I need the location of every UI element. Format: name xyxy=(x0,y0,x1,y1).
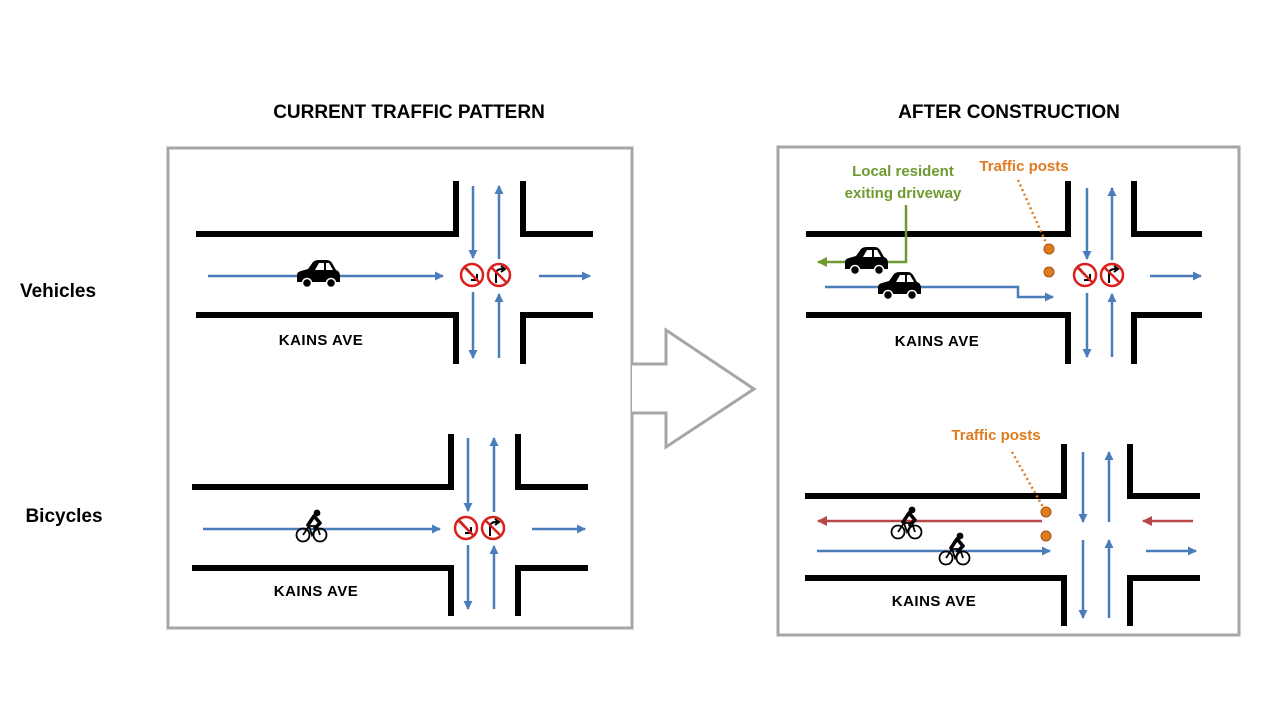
after-construction-frame xyxy=(776,145,1241,637)
bicycles-row-label: Bicycles xyxy=(25,506,102,527)
after-construction-heading: AFTER CONSTRUCTION xyxy=(898,102,1120,123)
current-pattern-frame xyxy=(166,146,634,630)
traffic-posts-label: Traffic posts xyxy=(979,158,1068,175)
resident-label-line1: Local resident xyxy=(852,163,954,180)
traffic-post-icon xyxy=(1043,243,1055,255)
current-bicycles-intersection: KAINS AVE xyxy=(192,434,588,616)
street-name-label: KAINS AVE xyxy=(892,593,977,610)
current-vehicles-intersection: KAINS AVE xyxy=(196,181,593,364)
traffic-post-icon xyxy=(1040,506,1052,518)
no-right-turn-icon xyxy=(480,515,506,541)
traffic-post-icon xyxy=(1040,530,1052,542)
no-right-turn-icon xyxy=(1099,262,1125,288)
street-name-label: KAINS AVE xyxy=(274,583,359,600)
traffic-posts-label: Traffic posts xyxy=(951,427,1040,444)
no-left-turn-icon xyxy=(1072,262,1098,288)
street-name-label: KAINS AVE xyxy=(895,333,980,350)
no-right-turn-icon xyxy=(486,262,512,288)
street-name-label: KAINS AVE xyxy=(279,332,364,349)
transition-arrow-icon xyxy=(632,327,757,450)
vehicle-through-arrow xyxy=(825,285,1054,302)
current-pattern-heading: CURRENT TRAFFIC PATTERN xyxy=(273,102,545,123)
vehicles-row-label: Vehicles xyxy=(20,281,96,302)
after-vehicles-intersection: Traffic posts Local resident exiting dri… xyxy=(806,158,1202,364)
no-left-turn-icon xyxy=(453,515,479,541)
resident-label-line2: exiting driveway xyxy=(845,185,962,202)
after-bicycles-intersection: Traffic posts KAINS AVE xyxy=(805,427,1200,626)
traffic-post-icon xyxy=(1043,266,1055,278)
no-left-turn-icon xyxy=(459,262,485,288)
